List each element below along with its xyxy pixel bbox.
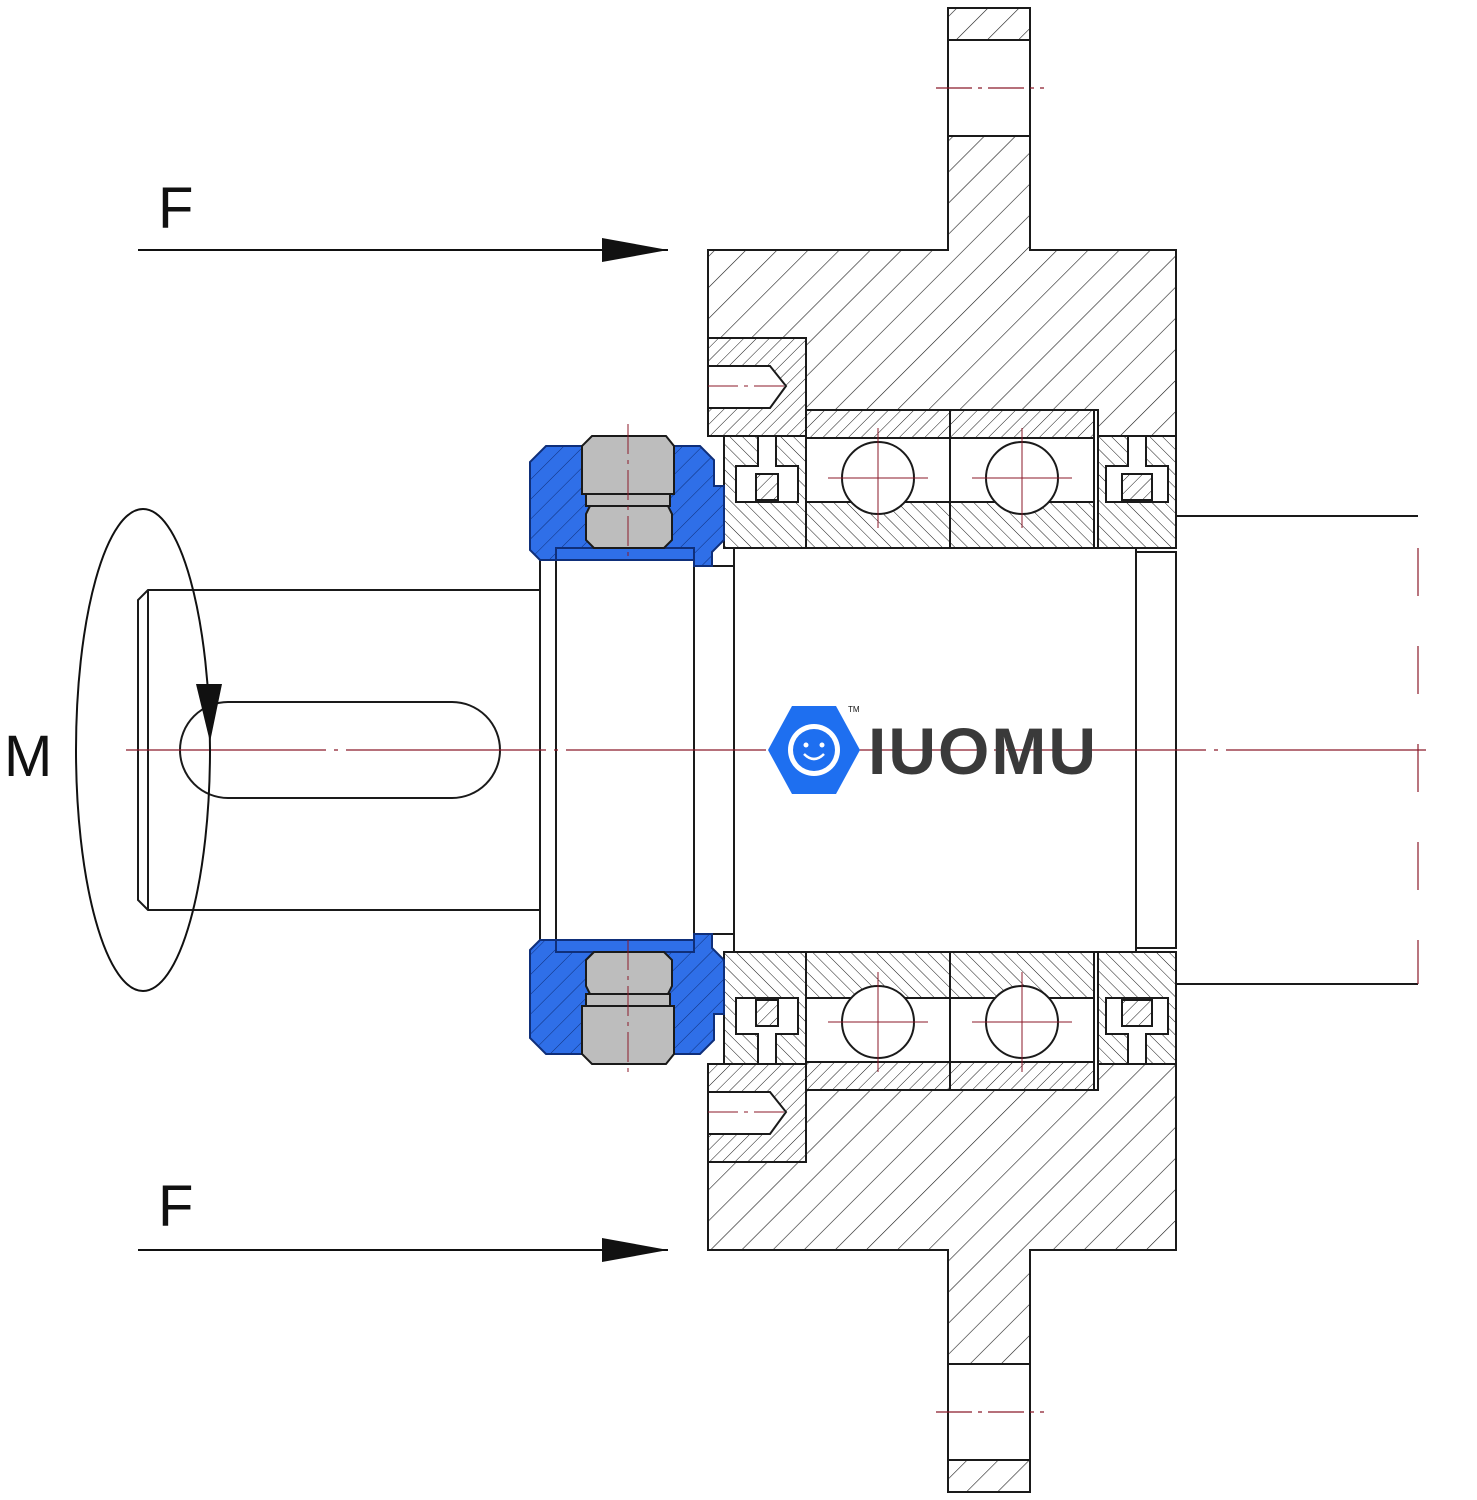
bearing-section (805, 951, 951, 1091)
seal-left-bottom (723, 951, 807, 1065)
set-screw-bottom (581, 940, 675, 1076)
seal-right-bottom (1097, 951, 1177, 1065)
keyway (179, 701, 501, 799)
bearing-section (949, 951, 1095, 1091)
force-arrow-bottom (138, 1238, 668, 1262)
retainer-cap-bottom (707, 1063, 807, 1163)
bearing-section (949, 409, 1095, 549)
trademark-mark: TM (848, 705, 860, 714)
moment-arrow (75, 508, 222, 992)
force-label-top: F (158, 176, 193, 241)
housing-flange (707, 7, 1177, 1493)
moment-label: M (4, 724, 52, 789)
angular-contact-bearings (805, 409, 1095, 1091)
retainer-cap-top (707, 337, 807, 437)
set-screw-top (581, 424, 675, 560)
force-arrow-top (138, 238, 668, 262)
logo-wordmark: IUOMU (868, 714, 1098, 788)
bearing-section (805, 409, 951, 549)
seal-right-top (1097, 435, 1177, 549)
brand-logo: IUOMU TM (768, 705, 1098, 794)
center-lines (126, 87, 1432, 1413)
force-label-bottom: F (158, 1174, 193, 1239)
seal-left-top (723, 435, 807, 549)
